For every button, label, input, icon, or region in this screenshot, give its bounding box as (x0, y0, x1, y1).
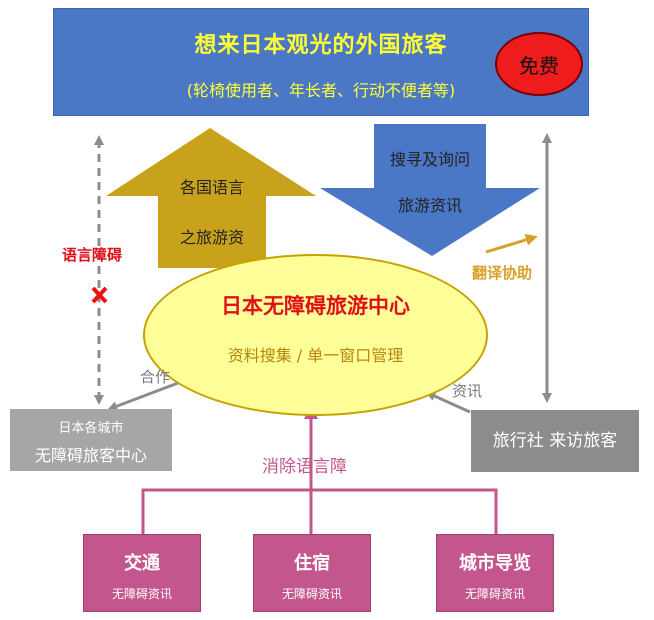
info-arrow (425, 391, 471, 414)
tourist-subtitle: (轮椅使用者、年长者、行动不便者等) (186, 81, 456, 100)
city-center-box: 日本各城市 无障碍旅客中心 (10, 409, 172, 471)
tourist-box: 想来日本观光的外国旅客 (轮椅使用者、年长者、行动不便者等) (53, 8, 589, 116)
down-arrow-line1: 搜寻及询问 (389, 150, 470, 169)
city-center-line1: 日本各城市 (58, 421, 124, 436)
city-guide-sub: 无障碍资讯 (464, 587, 525, 601)
lodging-sub: 无障碍资讯 (281, 587, 342, 601)
tourist-title: 想来日本观光的外国旅客 (194, 33, 448, 58)
cooperate-label: 合作 (140, 368, 171, 386)
language-barrier-label: 语言障碍 (62, 246, 123, 264)
transport-sub: 无障碍资讯 (111, 587, 172, 601)
info-label: 资讯 (452, 382, 483, 400)
red-x-icon (91, 286, 108, 304)
city-guide-title: 城市导览 (459, 553, 531, 574)
city-guide-box: 城市导览 无障碍资讯 (436, 534, 554, 612)
center-title: 日本无障碍旅游中心 (221, 294, 410, 318)
up-arrow-line2: 之旅游资 (179, 228, 244, 247)
down-arrow-shape (320, 124, 540, 256)
translate-arrow (485, 234, 538, 254)
lodging-title: 住宿 (294, 553, 330, 574)
lodging-box: 住宿 无障碍资讯 (253, 534, 371, 612)
center-subtitle: 资料搜集 / 单一窗口管理 (227, 346, 404, 365)
free-badge: 免费 (495, 32, 583, 96)
translate-label: 翻译协助 (472, 264, 533, 282)
pink-bracket (141, 405, 498, 534)
eliminate-barrier-label: 消除语言障 (262, 457, 347, 477)
up-arrow-shape (106, 128, 316, 268)
cooperate-arrow (107, 377, 191, 411)
down-arrow-line2: 旅游资讯 (397, 196, 462, 215)
transport-box: 交通 无障碍资讯 (83, 534, 201, 612)
travel-agency-box: 旅行社 来访旅客 (471, 410, 639, 472)
center-ellipse (143, 254, 488, 416)
city-center-line2: 无障碍旅客中心 (34, 446, 147, 465)
up-arrow-line1: 各国语言 (179, 178, 244, 197)
transport-title: 交通 (124, 553, 160, 574)
